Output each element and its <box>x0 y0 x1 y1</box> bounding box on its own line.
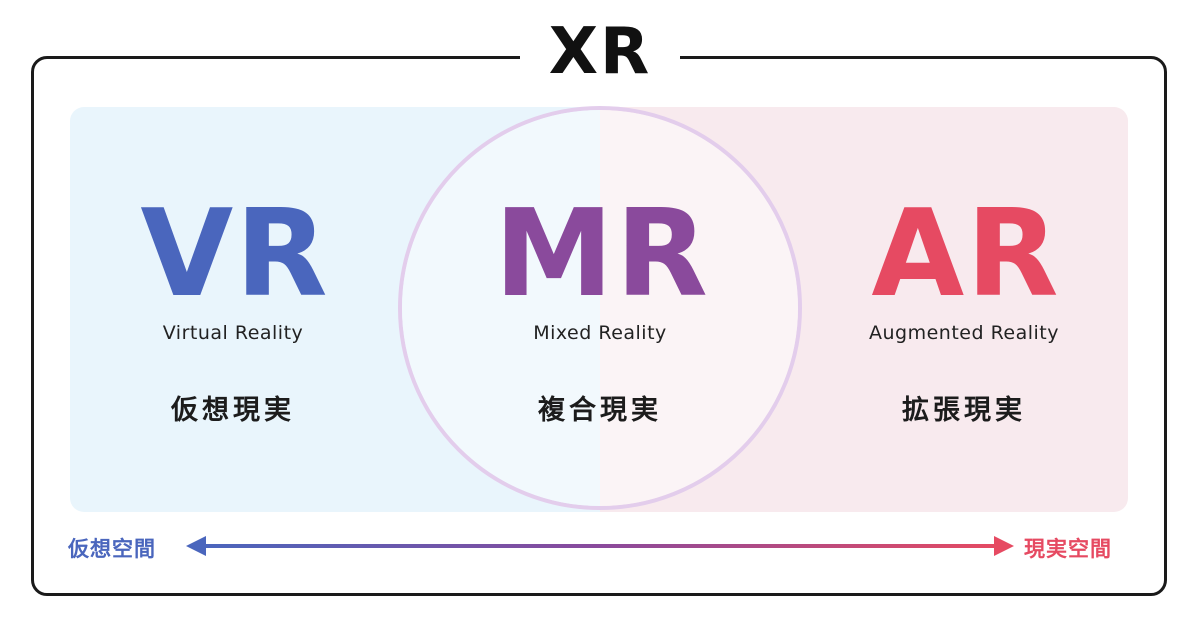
ar-japanese-label: 拡張現実 <box>902 395 1026 426</box>
vr-abbr: VR <box>140 185 330 324</box>
diagram-title: XR <box>548 15 652 89</box>
mixed-reality-circle <box>398 106 802 510</box>
arrow-left-head-icon <box>186 536 206 556</box>
mr-japanese-label: 複合現実 <box>538 395 662 426</box>
axis-right-label: 現実空間 <box>1024 537 1112 561</box>
vr-japanese-label: 仮想現実 <box>171 395 295 426</box>
mr-english-label: Mixed Reality <box>533 322 667 344</box>
axis-left-label: 仮想空間 <box>68 537 156 561</box>
mr-abbr: MR <box>494 185 710 324</box>
vr-english-label: Virtual Reality <box>162 322 304 344</box>
ar-english-label: Augmented Reality <box>868 322 1059 344</box>
title-container: XR <box>520 16 680 88</box>
ar-abbr: AR <box>871 185 1061 324</box>
arrow-right-head-icon <box>994 536 1014 556</box>
spectrum-arrow <box>186 536 1014 556</box>
